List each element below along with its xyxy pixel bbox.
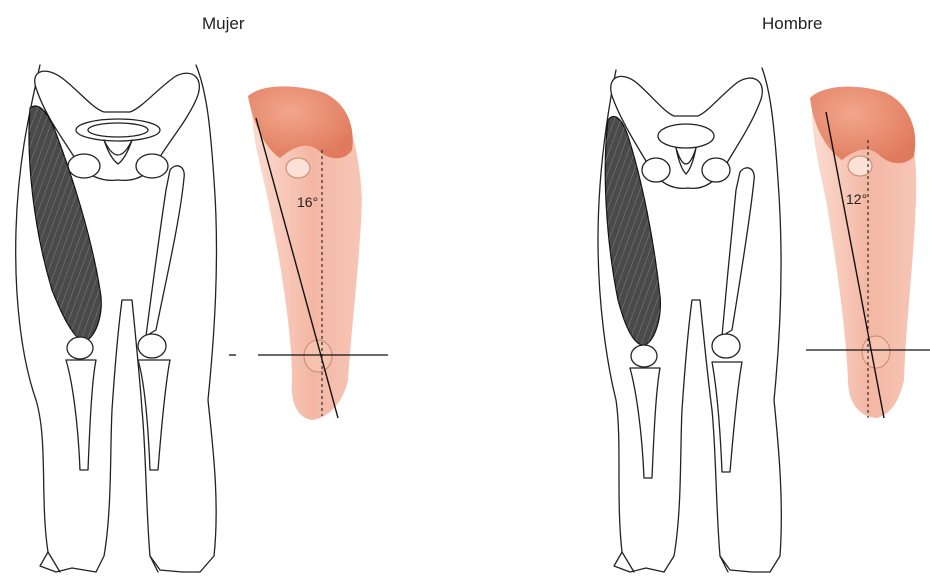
male-legs-drawing [598,68,781,572]
male-obturator-left [642,158,670,182]
male-feet [614,552,770,572]
male-tibia-right [712,362,742,472]
female-legs-drawing [16,65,217,572]
female-obturator-right [136,154,168,178]
female-q-angle-panel: 16° [229,86,388,420]
male-knee [862,336,890,368]
male-q-angle-panel: 12° [806,87,930,418]
male-femur-right [722,168,754,336]
male-patella-left [631,345,657,367]
male-obturator-right [702,158,730,182]
male-tibia-left [630,368,660,478]
male-patella-right [712,334,740,358]
female-feet [40,552,200,572]
male-pelvic-inlet [658,124,714,148]
female-femur-right [146,166,184,336]
male-q-angle-label: 12° [846,191,867,207]
female-obturator-left [68,154,100,178]
female-tibia-left [66,360,96,470]
female-q-angle-label: 16° [297,194,318,210]
female-patella-right [138,334,166,358]
female-patella-left [67,337,93,359]
